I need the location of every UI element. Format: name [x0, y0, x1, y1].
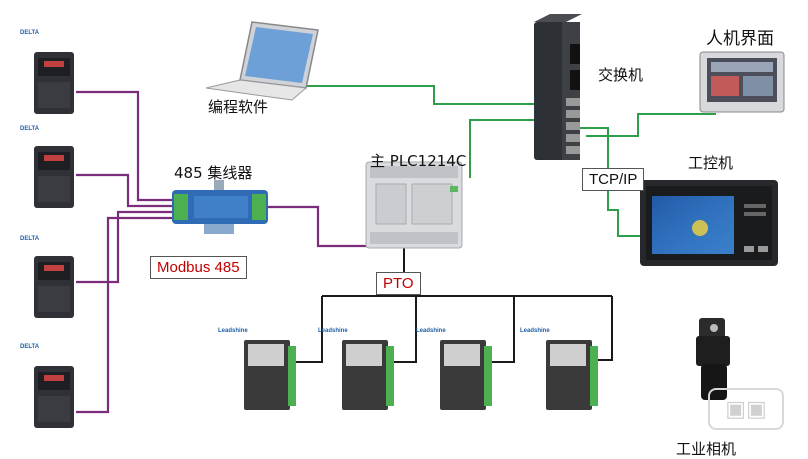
- diagram-graphics: [34, 14, 785, 428]
- label-ipc: 工控机: [688, 154, 734, 172]
- brand-leadshine-1: Leadshine: [218, 328, 248, 334]
- plc-s7-1200: [365, 161, 463, 249]
- rs485-wires: [76, 90, 370, 414]
- wire-vfd1-hub: [76, 90, 172, 202]
- label-pto: PTO: [376, 272, 421, 295]
- wire-vfd2-hub: [76, 173, 172, 208]
- vfd-4: [34, 366, 74, 428]
- wire-drive1: [294, 296, 323, 363]
- rs485-hub: [172, 180, 268, 234]
- wire-vfd4-hub: [76, 216, 172, 414]
- brand-leadshine-4: Leadshine: [520, 328, 550, 334]
- hmi-panel: [699, 51, 785, 113]
- label-hmi: 人机界面: [706, 29, 774, 49]
- wire-switch-ipc: [580, 127, 652, 237]
- label-485-hub: 485 集线器: [174, 164, 253, 182]
- stepper-drive-2: [342, 340, 394, 410]
- brand-delta-2: DELTA: [20, 126, 40, 132]
- laptop: [205, 21, 319, 101]
- wire-vfd3-hub: [76, 210, 172, 284]
- stepper-drives: [244, 340, 598, 410]
- wire-hub-plc: [268, 205, 370, 248]
- wire-plc-switch: [469, 119, 560, 178]
- wire-drive3: [490, 296, 515, 363]
- label-tcp-ip: TCP/IP: [582, 168, 645, 191]
- stepper-drive-4: [546, 340, 598, 410]
- ethernet-wires: [288, 85, 716, 237]
- brand-leadshine-2: Leadshine: [318, 328, 348, 334]
- stepper-drive-1: [244, 340, 296, 410]
- vfd-drives: [34, 52, 74, 428]
- label-modbus-485: Modbus 485: [150, 256, 247, 279]
- label-switch: 交换机: [598, 66, 644, 84]
- brand-delta-1: DELTA: [20, 30, 40, 36]
- stepper-drive-3: [440, 340, 492, 410]
- watermark-logo: ▣▣: [708, 388, 784, 430]
- brand-delta-4: DELTA: [20, 344, 40, 350]
- vfd-3: [34, 256, 74, 318]
- brand-delta-3: DELTA: [20, 236, 40, 242]
- wire-laptop-switch: [288, 85, 560, 105]
- label-programming-software: 编程软件: [208, 98, 269, 116]
- brand-leadshine-3: Leadshine: [416, 328, 446, 334]
- wire-drive2: [392, 296, 417, 363]
- label-main-plc: 主 PLC1214C: [370, 152, 467, 170]
- ethernet-switch: [534, 14, 582, 160]
- industrial-pc: [640, 180, 778, 266]
- vfd-1: [34, 52, 74, 114]
- diagram-canvas: 编程软件 交换机 人机界面 485 集线器 主 PLC1214C 工控机 工业相…: [20, 14, 785, 458]
- wire-switch-hmi: [586, 113, 716, 137]
- industrial-camera: [696, 318, 730, 400]
- wire-drive4: [596, 296, 613, 361]
- vfd-2: [34, 146, 74, 208]
